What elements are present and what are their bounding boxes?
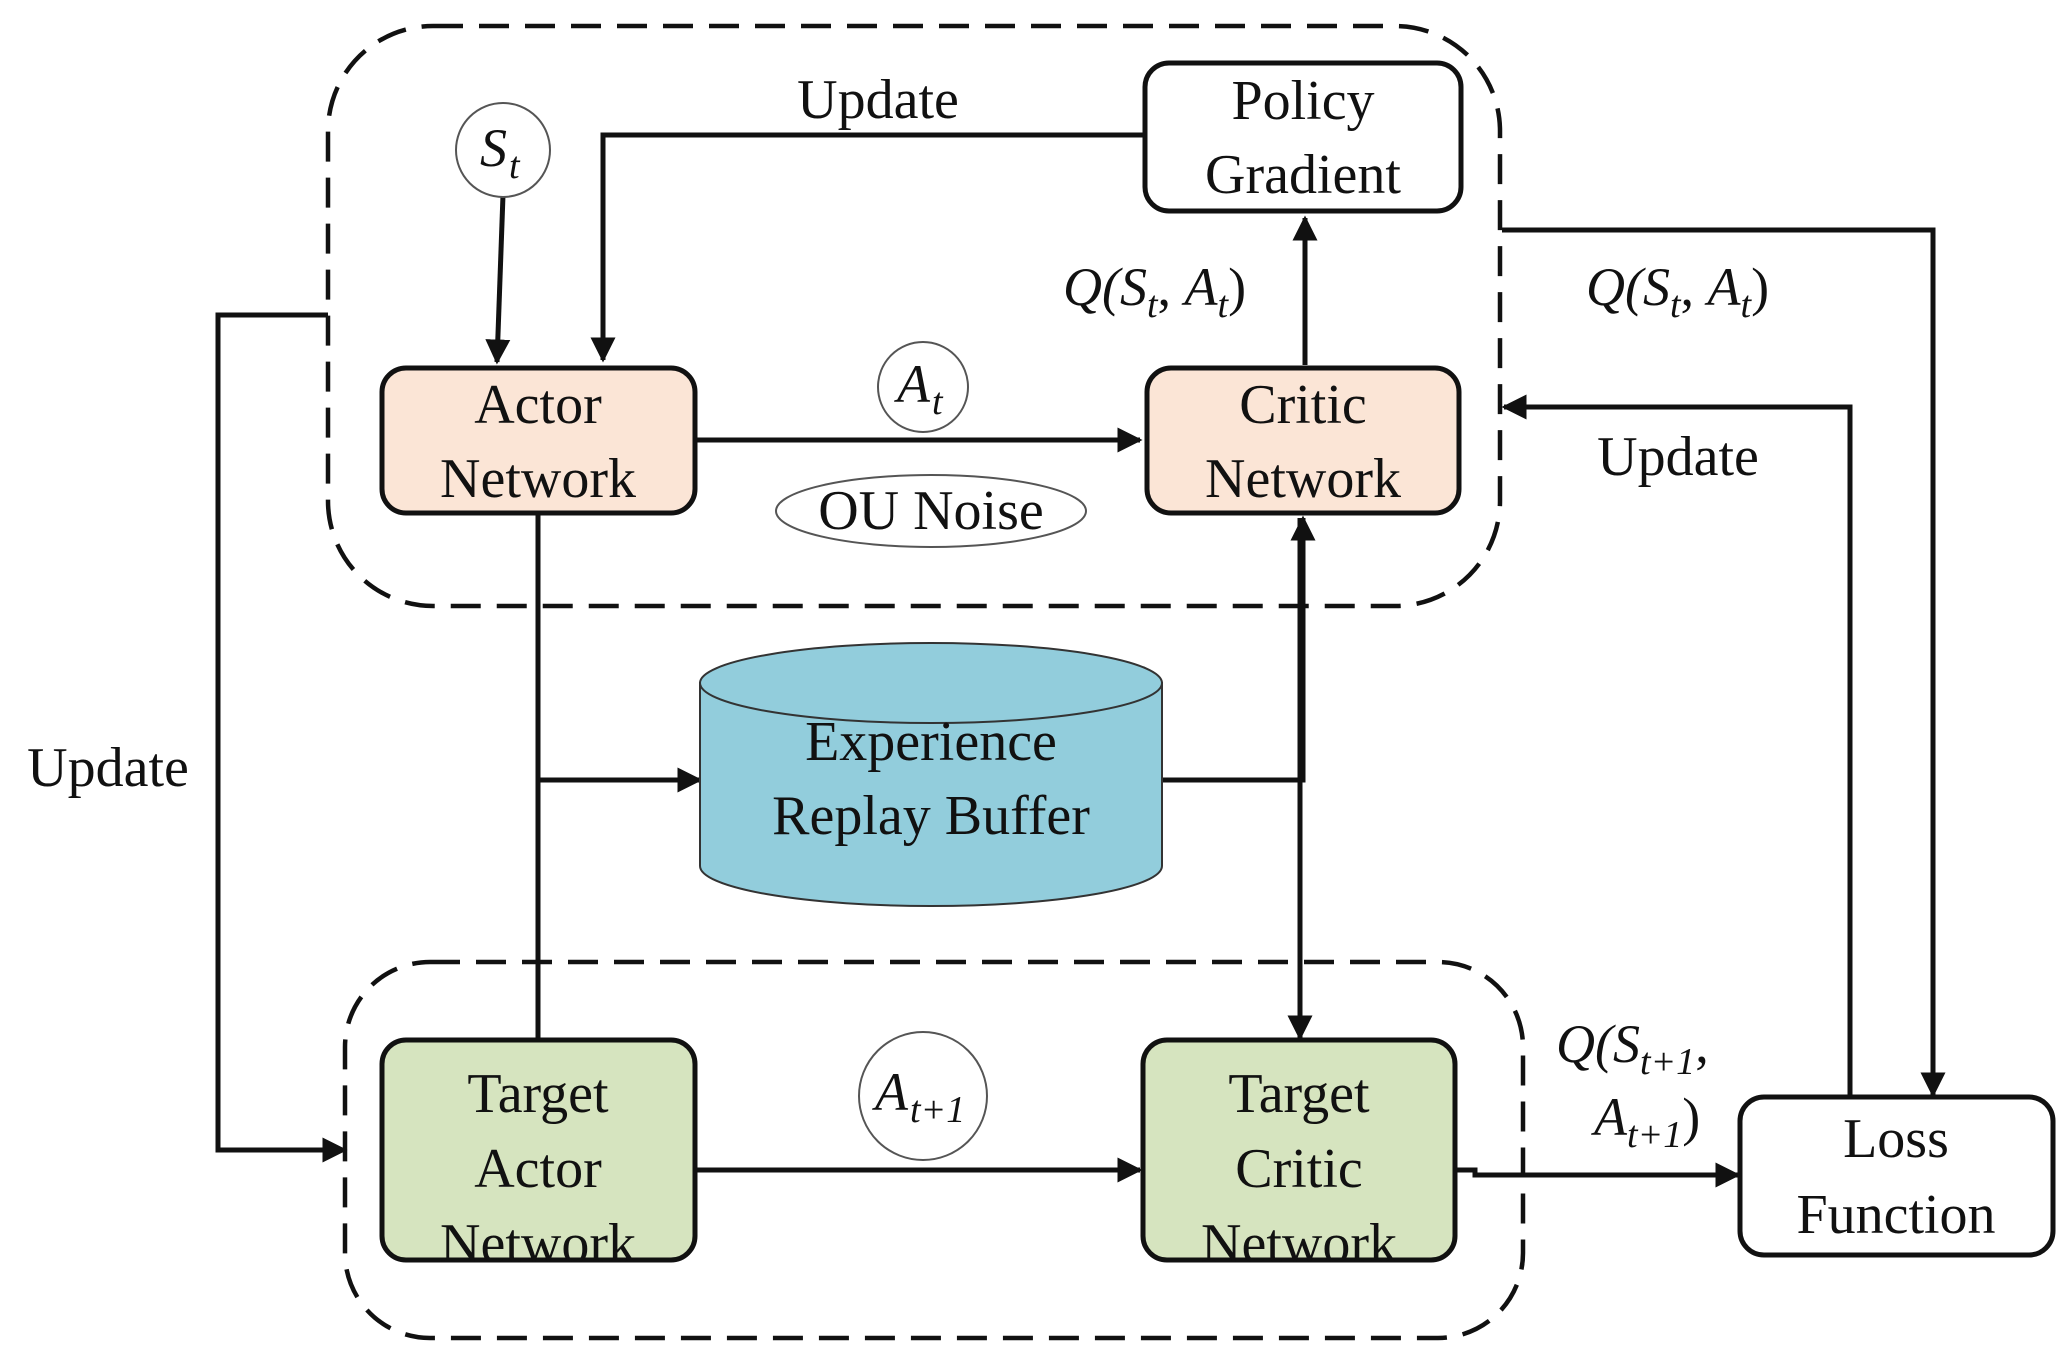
action-circle: At — [877, 341, 969, 433]
target-critic-network-box: Target Critic Network — [1140, 1037, 1458, 1275]
target-critic-to-loss-arrow — [1455, 1162, 1741, 1188]
critic-network-box: Critic Network — [1144, 365, 1462, 516]
actor-network-line-1: Actor — [474, 374, 602, 436]
target-actor-line-2: Actor — [474, 1138, 602, 1200]
target-actor-line-1: Target — [467, 1063, 609, 1125]
policy-gradient-to-actor-arrow — [590, 132, 1145, 363]
action-symbol: At — [894, 354, 944, 423]
state-to-actor-arrow — [485, 194, 511, 365]
target-actor-line-3: Network — [440, 1213, 636, 1275]
q-next-label-line-2: At+1) — [1591, 1087, 1700, 1156]
loss-function-box: Loss Function — [1737, 1094, 2056, 1258]
left-update-arrow — [215, 312, 348, 1163]
ou-noise-ellipse: OU Noise — [775, 474, 1087, 548]
actor-network-line-2: Network — [440, 448, 636, 510]
next-action-symbol: At+1 — [872, 1062, 965, 1131]
actor-network-box: Actor Network — [379, 365, 698, 516]
replay-buffer-top — [699, 642, 1163, 724]
replay-buffer-line-2: Replay Buffer — [772, 785, 1090, 847]
target-critic-line-1: Target — [1228, 1063, 1370, 1125]
loss-function-line-1: Loss — [1843, 1108, 1949, 1170]
ou-noise-label: OU Noise — [818, 480, 1044, 542]
target-actor-network-box: Target Actor Network — [379, 1037, 698, 1275]
update-label-top: Update — [797, 69, 959, 131]
q-value-inner-label: Q(St, At) — [1063, 257, 1246, 326]
replay-buffer-line-1: Experience — [805, 711, 1057, 773]
replay-buffer-cylinder: Experience Replay Buffer — [699, 642, 1163, 907]
policy-gradient-box: Policy Gradient — [1142, 60, 1464, 214]
buffer-to-critic-arrow — [1162, 515, 1316, 783]
update-label-right: Update — [1597, 426, 1759, 488]
replay-buffer-body — [699, 682, 1163, 907]
update-label-left: Update — [27, 737, 189, 799]
loss-to-critic-update-arrow — [1501, 394, 1853, 1095]
state-symbol: St — [480, 118, 521, 187]
q-to-loss-arrow — [1502, 227, 1946, 1098]
q-value-outer-label: Q(St, At) — [1586, 257, 1769, 326]
critic-network-line-2: Network — [1205, 448, 1401, 510]
loss-function-line-2: Function — [1796, 1184, 1995, 1246]
policy-gradient-line-2: Gradient — [1205, 144, 1401, 206]
target-critic-line-3: Network — [1201, 1213, 1397, 1275]
target-critic-line-2: Critic — [1235, 1138, 1363, 1200]
q-next-label-line-1: Q(St+1, — [1556, 1014, 1709, 1083]
state-circle: St — [455, 102, 551, 198]
critic-network-line-1: Critic — [1239, 374, 1367, 436]
next-action-circle: At+1 — [858, 1031, 988, 1161]
policy-gradient-line-1: Policy — [1231, 70, 1374, 132]
